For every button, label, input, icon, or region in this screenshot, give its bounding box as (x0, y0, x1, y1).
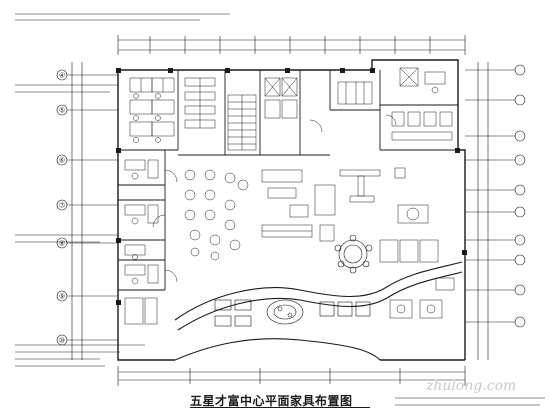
axis-bubble-label: ⑥ (59, 157, 65, 165)
left-offices-furniture (124, 159, 159, 325)
restrooms (391, 111, 453, 141)
door-swings (152, 114, 397, 283)
title-underline (190, 407, 370, 408)
office-workstations-top-left (129, 77, 175, 143)
drawing-title-block: 五星才富中心平面家具布置图 (190, 392, 370, 408)
lounge-tables-center (184, 169, 249, 261)
axis-bubble-label: ⑨ (59, 293, 65, 301)
structural-columns (116, 68, 467, 305)
annotation-leaders (15, 13, 545, 406)
left-axis-bubbles (56, 69, 118, 346)
bottom-dimension-line (117, 366, 466, 386)
top-dimension-line (117, 35, 466, 55)
watermark-logo: zhulong.com (426, 378, 517, 394)
interior-partitions (118, 70, 458, 291)
curved-facade (174, 261, 463, 361)
right-dimension-line (477, 62, 489, 360)
lounge-seating-right (379, 239, 455, 319)
axis-bubble-label: ⑦ (59, 202, 65, 210)
axis-bubble-label: ⑤ (59, 107, 65, 115)
round-meeting-table (334, 234, 373, 274)
elevator-shafts (264, 77, 298, 119)
lobby-reception (339, 167, 429, 224)
top-right-meeting-room (337, 67, 446, 105)
service-counters (261, 169, 336, 242)
axis-bubble-label: ④ (59, 72, 65, 80)
bottom-lounge (214, 299, 371, 327)
axis-bubble-label: ⑩ (59, 337, 65, 345)
drawing-title: 五星才富中心平面家具布置图 (190, 394, 353, 408)
storage-shelving (184, 77, 216, 129)
staircase (227, 94, 257, 151)
left-dimension-line (71, 62, 83, 360)
right-axis-bubbles (465, 64, 526, 328)
axis-bubble-label: ⑧ (59, 240, 65, 248)
